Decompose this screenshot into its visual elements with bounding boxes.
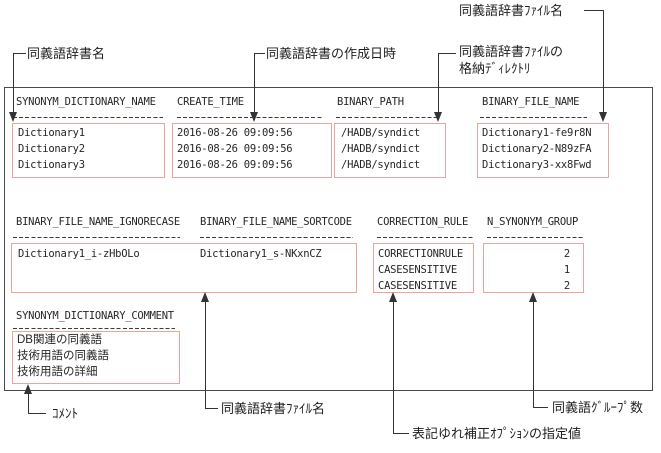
cell-value: 2016-08-26 09:09:56 [177,159,293,171]
column-underline [13,328,175,329]
cell-value: Dictionary1_i-zHbOLo [18,248,140,260]
connector-line [438,53,439,112]
cell-value: /HADB/syndict [341,159,420,171]
cell-value: Dictionary1_s-NKxnCZ [200,248,322,260]
highlight-box-binary-file-names [11,243,357,293]
cell-value: /HADB/syndict [341,143,420,155]
cell-value: CASESENSITIVE [378,280,457,292]
cell-value: 技術用語の詳細 [17,366,98,378]
output-frame [4,87,653,391]
column-header: BINARY_FILE_NAME_IGNORECASE [16,216,180,228]
connector-line [603,10,604,112]
annotation-dictionary-name: 同義語辞書名 [27,46,106,61]
highlight-box-binary-file-name [477,123,609,178]
cell-value: 2016-08-26 09:09:56 [177,143,293,155]
annotation-file-name-top: 同義語辞書ﾌｧｲﾙ名 [459,3,564,18]
connector-line [438,53,456,54]
arrow-down-icon [599,112,607,122]
cell-value: CASESENSITIVE [378,264,457,276]
column-underline [336,117,438,118]
annotation-correction-option: 表記ゆれ補正ｵﾌﾟｼｮﾝの指定値 [412,426,582,441]
arrow-up-icon [529,292,537,302]
connector-line [28,394,29,413]
annotation-storage-directory: 格納ﾃﾞｨﾚｸﾄﾘ [459,61,531,76]
arrow-up-icon [24,384,32,394]
cell-value: CORRECTIONRULE [378,248,464,260]
connector-line [254,53,255,112]
cell-value: DB関連の同義語 [17,334,102,346]
column-header: N_SYNONYM_GROUP [487,216,579,228]
connector-line [533,407,548,408]
cell-value: Dictionary3-xx8Fwd [482,159,592,171]
connector-line [28,413,46,414]
annotation-file-name-bottom: 同義語辞書ﾌｧｲﾙ名 [221,401,326,416]
arrow-up-icon [389,292,397,302]
column-underline [377,237,473,238]
annotation-storage-directory: 同義語辞書ﾌｧｲﾙの [459,44,564,59]
connector-line [13,53,14,112]
highlight-box-correction-rule [373,243,474,293]
cell-value: Dictionary1 [18,127,85,139]
column-underline [13,117,163,118]
cell-value: /HADB/syndict [341,127,420,139]
cell-value: 2 [563,280,570,292]
highlight-box-dictionary-name [12,123,165,178]
column-underline [480,117,587,118]
connector-line [205,302,206,408]
cell-value: 1 [563,264,570,276]
arrow-down-icon [250,112,258,122]
column-header: BINARY_FILE_NAME_SORTCODE [200,216,352,228]
connector-line [205,408,218,409]
arrow-up-icon [201,292,209,302]
column-header: CREATE_TIME [177,96,244,108]
arrow-down-icon [434,112,442,122]
connector-line [254,53,265,54]
column-underline [200,237,353,238]
connector-line [393,302,394,433]
highlight-box-binary-path [334,123,446,178]
arrow-down-icon [9,112,17,122]
connector-line [393,433,409,434]
connector-line [584,10,604,11]
cell-value: 技術用語の同義語 [17,350,109,362]
annotation-synonym-group-count: 同義語ｸﾞﾙｰﾌﾟ数 [552,400,644,415]
column-header: BINARY_FILE_NAME [482,96,580,108]
cell-value: Dictionary3 [18,159,85,171]
highlight-box-create-time [172,123,332,178]
column-header: SYNONYM_DICTIONARY_NAME [16,96,156,108]
annotation-comment: ｺﾒﾝﾄ [52,406,78,421]
column-underline [487,237,584,238]
column-header: SYNONYM_DICTIONARY_COMMENT [16,310,174,322]
annotation-create-time: 同義語辞書の作成日時 [266,46,397,61]
column-header: CORRECTION_RULE [377,216,469,228]
cell-value: Dictionary1-fe9r8N [482,127,592,139]
column-header: BINARY_PATH [337,96,404,108]
cell-value: 2 [563,248,570,260]
column-underline [13,237,180,238]
cell-value: Dictionary2-N89zFA [482,143,592,155]
highlight-box-comment [12,331,180,384]
cell-value: Dictionary2 [18,143,85,155]
cell-value: 2016-08-26 09:09:56 [177,127,293,139]
connector-line [533,302,534,407]
connector-line [13,53,26,54]
